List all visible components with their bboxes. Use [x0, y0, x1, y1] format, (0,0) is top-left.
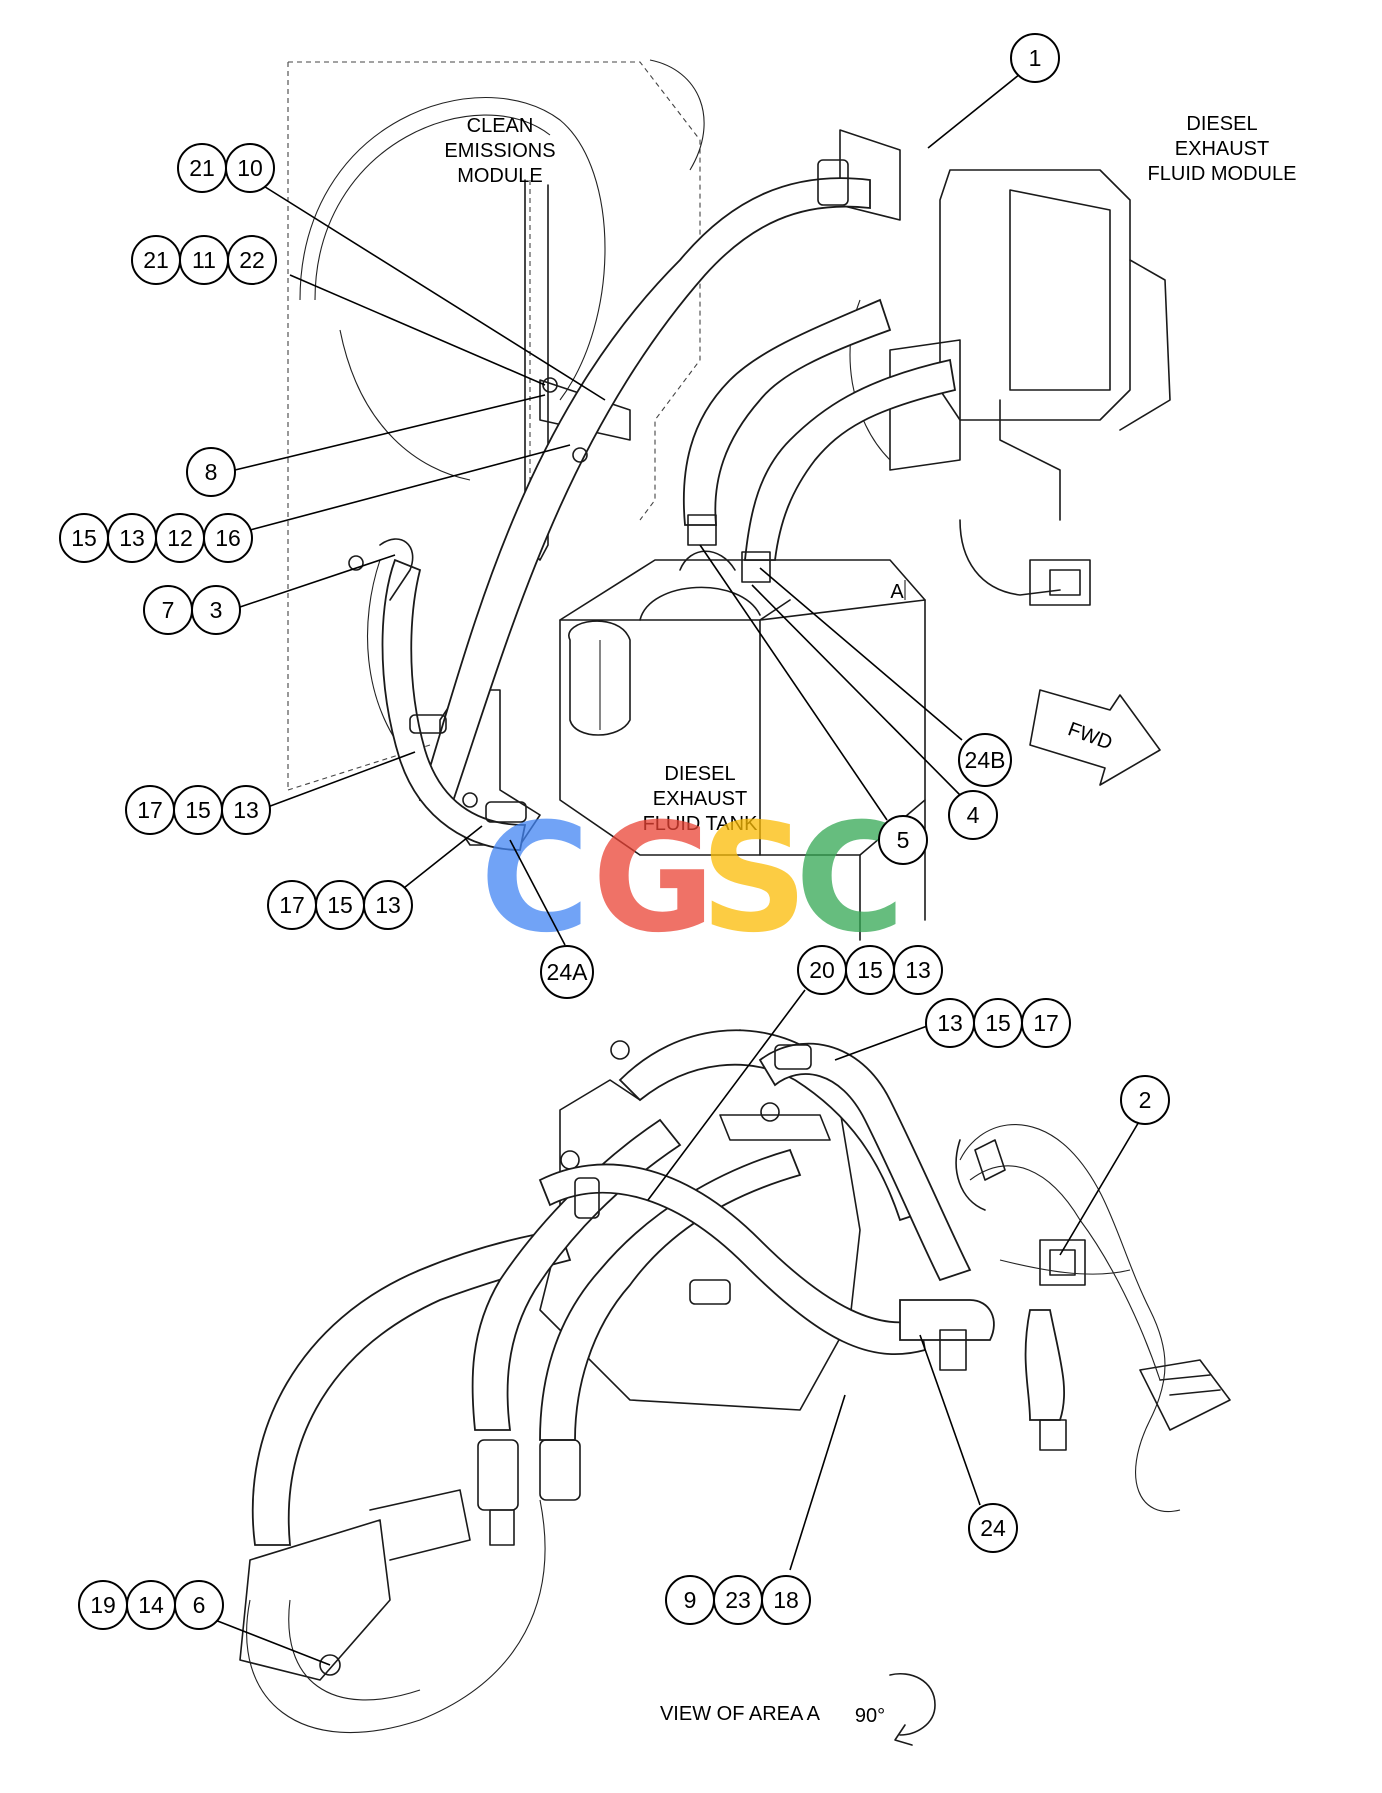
svg-text:13: 13: [375, 892, 401, 918]
callout-21-11-22: 21 11 22: [131, 235, 277, 285]
svg-text:4: 4: [967, 802, 980, 828]
svg-text:24A: 24A: [547, 959, 589, 985]
svg-text:13: 13: [233, 797, 259, 823]
svg-text:17: 17: [137, 797, 163, 823]
label-line: CLEAN: [467, 115, 534, 137]
label-line: MODULE: [457, 165, 543, 187]
svg-text:15: 15: [71, 525, 97, 551]
svg-text:21: 21: [143, 247, 169, 273]
svg-text:15: 15: [185, 797, 211, 823]
callout-20-15-13: 20 15 13: [797, 945, 943, 995]
callout-19-14-6: 19 14 6: [78, 1580, 224, 1630]
callout-4: 4: [948, 790, 998, 840]
svg-text:7: 7: [162, 597, 175, 623]
svg-text:23: 23: [725, 1587, 751, 1613]
svg-text:17: 17: [1033, 1010, 1059, 1036]
callout-24: 24: [968, 1503, 1018, 1553]
callout-9-23-18: 9 23 18: [665, 1575, 811, 1625]
callout-2: 2: [1120, 1075, 1170, 1125]
svg-text:8: 8: [205, 459, 218, 485]
label-line: EXHAUST: [1175, 138, 1269, 160]
svg-text:6: 6: [193, 1592, 206, 1618]
callout-13-15-17: 13 15 17: [925, 998, 1071, 1048]
svg-text:22: 22: [239, 247, 265, 273]
forward-arrow: FWD: [1029, 689, 1161, 786]
svg-text:3: 3: [210, 597, 223, 623]
cgsc-watermark: C G S C: [480, 792, 905, 966]
rotation-arrow: [889, 1673, 936, 1746]
label-line: EMISSIONS: [444, 140, 555, 162]
svg-text:15: 15: [985, 1010, 1011, 1036]
svg-text:24: 24: [980, 1515, 1006, 1541]
label-line: FLUID MODULE: [1148, 163, 1297, 185]
svg-text:24B: 24B: [965, 747, 1006, 773]
svg-text:18: 18: [773, 1587, 799, 1613]
callout-21-10: 21 10: [177, 143, 275, 193]
def-module-label: DIESEL EXHAUST FLUID MODULE: [1148, 113, 1297, 185]
svg-text:20: 20: [809, 957, 835, 983]
svg-text:21: 21: [189, 155, 215, 181]
lower-assembly-drawing: [239, 1029, 1231, 1734]
callout-7-3: 7 3: [143, 585, 241, 635]
watermark-letter: C: [795, 792, 905, 966]
svg-text:13: 13: [937, 1010, 963, 1036]
view-of-area-label: VIEW OF AREA A: [660, 1703, 821, 1725]
upper-assembly-drawing: [287, 59, 1171, 941]
label-line: DIESEL: [1186, 113, 1257, 135]
svg-text:15: 15: [857, 957, 883, 983]
svg-text:17: 17: [279, 892, 305, 918]
svg-text:13: 13: [905, 957, 931, 983]
clean-emissions-module-label: CLEAN EMISSIONS MODULE: [444, 115, 555, 187]
label-line: FLUID TANK: [643, 813, 758, 835]
callout-15-13-12-16: 15 13 12 16: [59, 513, 253, 563]
watermark-letter: S: [700, 792, 808, 966]
svg-text:15: 15: [327, 892, 353, 918]
callout-1: 1: [1010, 33, 1060, 83]
svg-text:16: 16: [215, 525, 241, 551]
svg-text:2: 2: [1139, 1087, 1152, 1113]
watermark-letter: G: [592, 792, 715, 966]
def-tank-label: DIESEL EXHAUST FLUID TANK: [643, 763, 758, 835]
callouts: 1 21 10 21 11 22 8 15 13 12 16 7 3 17 15…: [59, 33, 1170, 1630]
svg-text:19: 19: [90, 1592, 116, 1618]
svg-text:14: 14: [138, 1592, 164, 1618]
callout-17-15-13-a: 17 15 13: [125, 785, 271, 835]
svg-text:9: 9: [684, 1587, 697, 1613]
fwd-label: FWD: [1065, 718, 1115, 754]
callout-8: 8: [186, 447, 236, 497]
area-a-label: A: [890, 581, 904, 603]
callout-17-15-13-b: 17 15 13: [267, 880, 413, 930]
watermark-letter: C: [480, 792, 590, 966]
svg-text:5: 5: [897, 827, 910, 853]
svg-text:13: 13: [119, 525, 145, 551]
label-line: EXHAUST: [653, 788, 747, 810]
label-line: DIESEL: [664, 763, 735, 785]
callout-24b: 24B: [958, 733, 1012, 787]
svg-text:12: 12: [167, 525, 193, 551]
rotation-label: 90°: [855, 1705, 885, 1727]
svg-text:1: 1: [1029, 45, 1042, 71]
svg-text:10: 10: [237, 155, 263, 181]
callout-5: 5: [878, 815, 928, 865]
callout-24a: 24A: [540, 945, 594, 999]
svg-text:11: 11: [192, 247, 216, 273]
leader-lines: [214, 69, 1141, 1666]
